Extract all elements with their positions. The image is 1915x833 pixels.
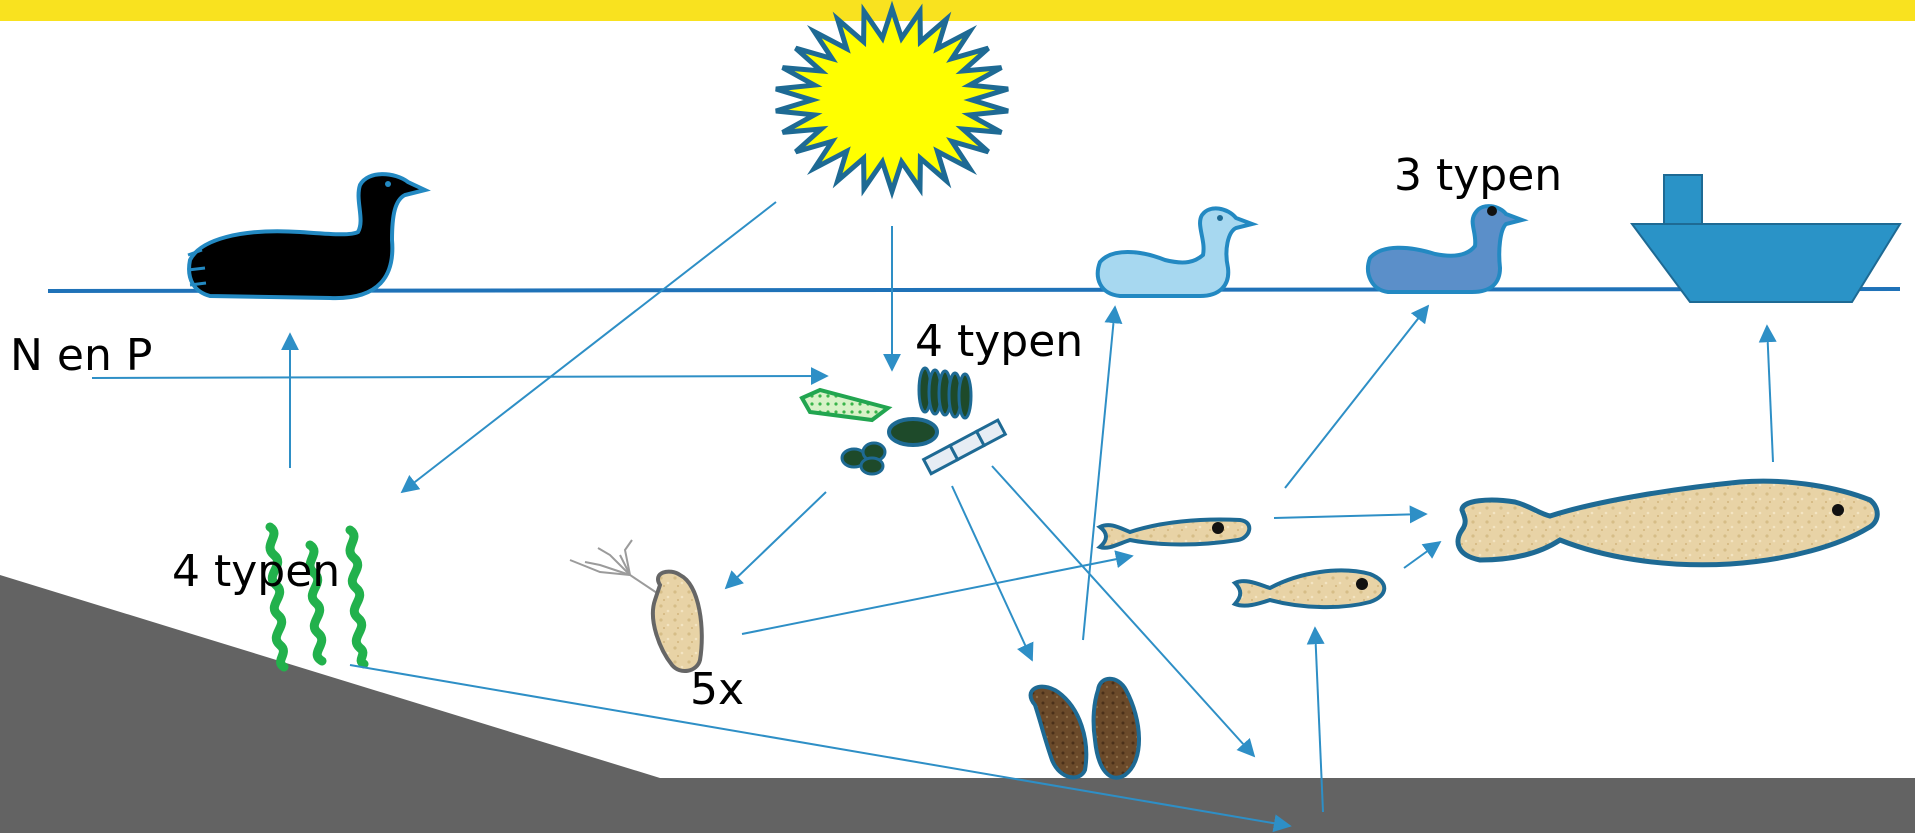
blue-duck-icon [1368,206,1522,292]
phytoplankton-icon [802,368,1005,474]
arrow-sun-to-plants [402,202,776,492]
arrow-algae-to-mussels [952,486,1032,660]
small-fish-icon [1100,520,1249,548]
light-blue-duck-icon [1098,208,1252,296]
arrow-large-fish-to-boat [1767,326,1773,462]
bird-types-label: 3 typen [1394,150,1562,201]
sun-icon [776,9,1008,192]
arrow-zooplankton-to-fish [742,556,1132,634]
zooplankton-count-label: 5x [690,664,744,715]
mussels-icon [1031,679,1139,778]
arrow-nutrients-to-algae [92,376,827,378]
arrow-fish-to-large-fish [1274,514,1426,518]
black-coot-icon [188,174,425,298]
zooplankton-icon [570,540,702,671]
top-banner [0,0,1915,21]
boat-icon [1632,175,1900,302]
arrow-medium-fish-to-large-fish [1404,542,1440,568]
phytoplankton-types-label: 4 typen [915,316,1083,367]
arrow-mussels-to-duck [1083,307,1115,640]
plant-types-label: 4 typen [172,546,340,597]
arrow-algae-to-zooplankton [726,492,826,588]
arrow-fish-to-bird [1285,306,1428,488]
large-fish-icon [1458,481,1877,565]
nutrients-label: N en P [10,330,152,381]
medium-fish-icon [1235,570,1384,607]
lake-bottom [0,575,1915,833]
